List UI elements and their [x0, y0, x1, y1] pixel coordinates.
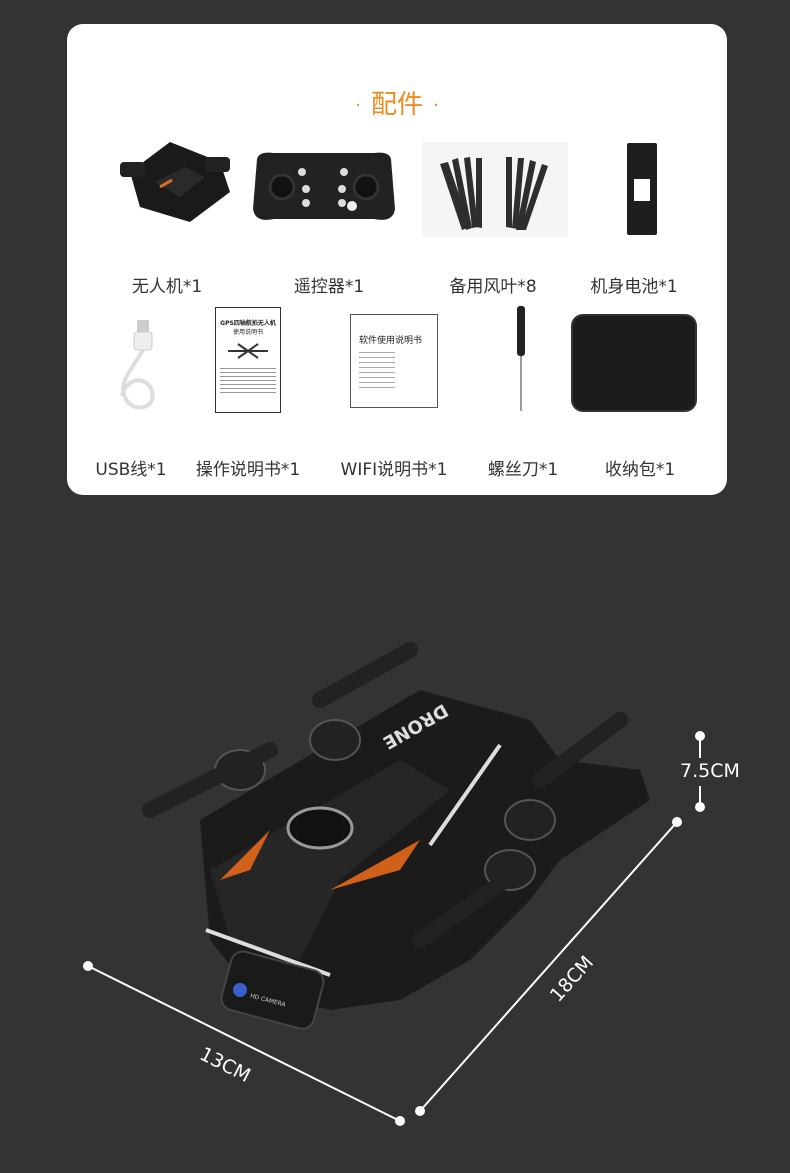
manual-subtitle: 使用说明书	[232, 329, 263, 336]
dimension-lines	[83, 731, 705, 1126]
drone-dimension-illustration: HD CAMERA DRONE	[83, 642, 705, 1126]
usb-cable-image	[67, 316, 217, 416]
propellers-image	[420, 142, 570, 237]
accessory-label-propellers: 备用风叶*8	[449, 277, 537, 297]
remote-controller-image	[249, 149, 399, 224]
drone-image	[100, 132, 250, 227]
accessory-label-screwdriver: 螺丝刀*1	[487, 460, 559, 480]
height-dimension-label: 7.5CM	[680, 760, 740, 782]
manual-title: GPS四轴航拍无人机	[220, 320, 276, 327]
accessory-label-remote: 遥控器*1	[293, 277, 365, 297]
storage-case-image	[564, 314, 704, 412]
manual-image: GPS四轴航拍无人机 使用说明书	[173, 307, 323, 413]
accessory-label-manual: 操作说明书*1	[195, 460, 301, 480]
section-title: ·配件·	[355, 90, 439, 120]
wifi-manual-image: 软件使用说明书	[319, 314, 469, 408]
drone-illustration: HD CAMERA DRONE	[142, 642, 650, 1030]
accessory-label-battery: 机身电池*1	[590, 277, 678, 297]
accessory-label-drone: 无人机*1	[131, 277, 203, 297]
wifi-manual-title: 软件使用说明书	[359, 336, 423, 346]
accessories-card: ·配件· 无人机*1 遥控器*1 备用风叶*8 机身电池*1 GPS四轴航拍无人…	[67, 24, 727, 495]
battery-image	[566, 139, 716, 239]
accessory-label-usb: USB线*1	[95, 460, 167, 480]
screwdriver-image	[446, 304, 596, 414]
accessory-label-wifi-manual: WIFI说明书*1	[340, 460, 448, 480]
section-title-text: 配件	[370, 90, 423, 120]
accessory-label-case: 收纳包*1	[604, 460, 676, 480]
